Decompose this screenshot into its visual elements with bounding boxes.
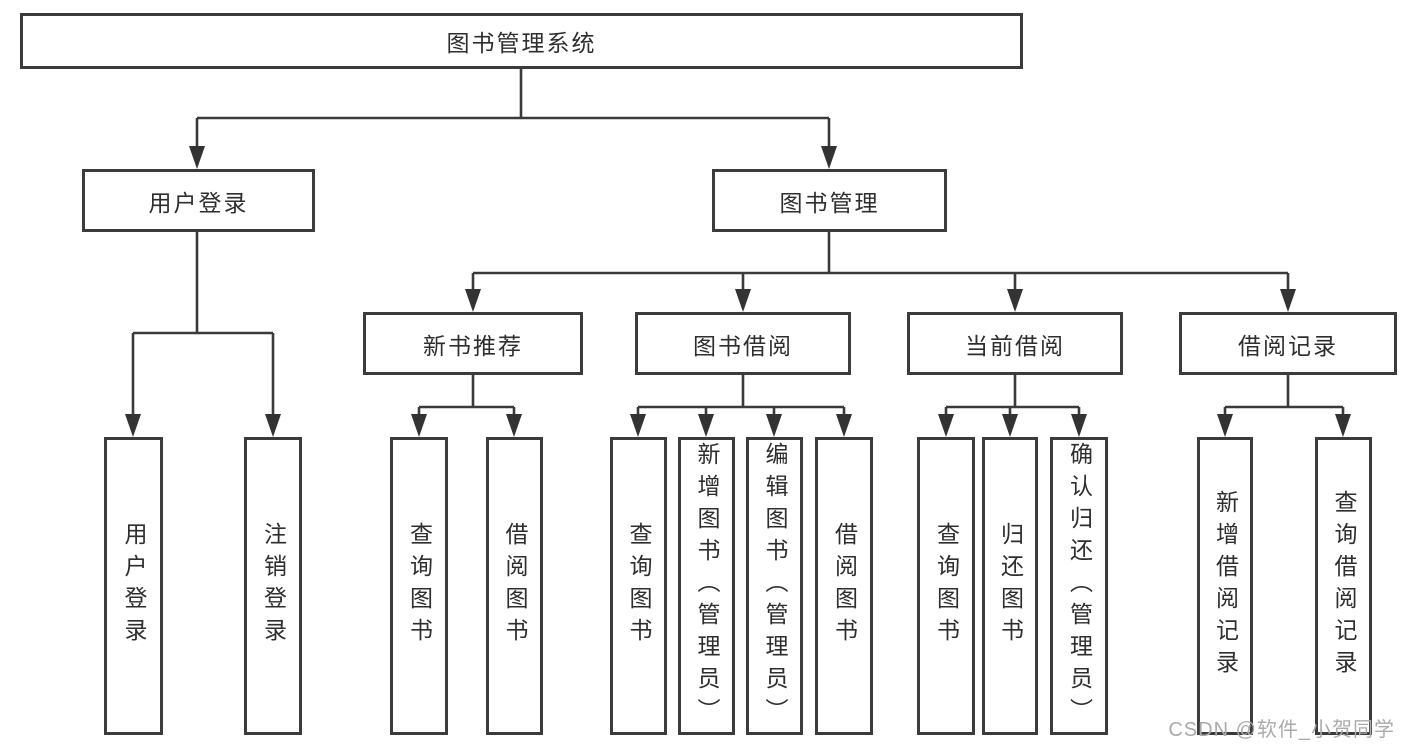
leaf-current-return-book: 归还图书 [982, 437, 1038, 735]
arrowhead [465, 289, 481, 312]
arrowhead [630, 414, 646, 437]
node-root-library-system: 图书管理系统 [20, 13, 1023, 69]
arrowhead [1071, 414, 1087, 437]
leaf-borrow-borrow-book: 借阅图书 [815, 437, 873, 735]
leaf-record-query-record: 查询借阅记录 [1315, 437, 1372, 735]
arrowhead [265, 414, 281, 437]
arrowhead [189, 146, 205, 169]
arrowhead [1335, 414, 1351, 437]
arrowhead [1217, 414, 1233, 437]
connector-book-management-to-level3 [465, 232, 1296, 312]
node-book-management: 图书管理 [712, 169, 947, 232]
leaf-record-add-record: 新增借阅记录 [1197, 437, 1253, 735]
arrowhead [1280, 289, 1296, 312]
leaf-borrow-add-book-admin: 新增图书（管理员） [678, 437, 735, 735]
arrowhead [125, 414, 141, 437]
arrowhead [821, 146, 837, 169]
leaf-current-confirm-return-admin: 确认归还（管理员） [1050, 437, 1108, 735]
node-book-borrow: 图书借阅 [635, 312, 851, 375]
arrowhead [836, 414, 852, 437]
connector-book-borrow-to-leaves [630, 375, 852, 437]
arrowhead [938, 414, 954, 437]
csdn-watermark: CSDN @软件_小贺同学 [1168, 719, 1395, 741]
connector-user-login-to-leaves [125, 232, 281, 437]
leaf-user-login: 用户登录 [104, 437, 163, 735]
leaf-borrow-edit-book-admin: 编辑图书（管理员） [746, 437, 803, 735]
arrowhead [735, 289, 751, 312]
arrowhead [1002, 414, 1018, 437]
leaf-current-query-book: 查询图书 [917, 437, 975, 735]
node-current-borrow: 当前借阅 [907, 312, 1123, 375]
leaf-borrow-query-book: 查询图书 [610, 437, 667, 735]
node-new-book-recommend: 新书推荐 [363, 312, 583, 375]
leaf-logout: 注销登录 [244, 437, 302, 735]
leaf-recommend-borrow-book: 借阅图书 [486, 437, 543, 735]
leaf-recommend-query-book: 查询图书 [390, 437, 448, 735]
node-borrow-record: 借阅记录 [1179, 312, 1397, 375]
connector-borrow-record-to-leaves [1217, 375, 1351, 437]
arrowhead [766, 414, 782, 437]
connector-new-book-recommend-to-leaves [411, 375, 522, 437]
arrowhead [1007, 289, 1023, 312]
arrowhead [698, 414, 714, 437]
connector-root-to-level2 [189, 69, 837, 169]
arrowhead [506, 414, 522, 437]
connector-current-borrow-to-leaves [938, 375, 1087, 437]
node-user-login: 用户登录 [82, 169, 315, 232]
arrowhead [411, 414, 427, 437]
